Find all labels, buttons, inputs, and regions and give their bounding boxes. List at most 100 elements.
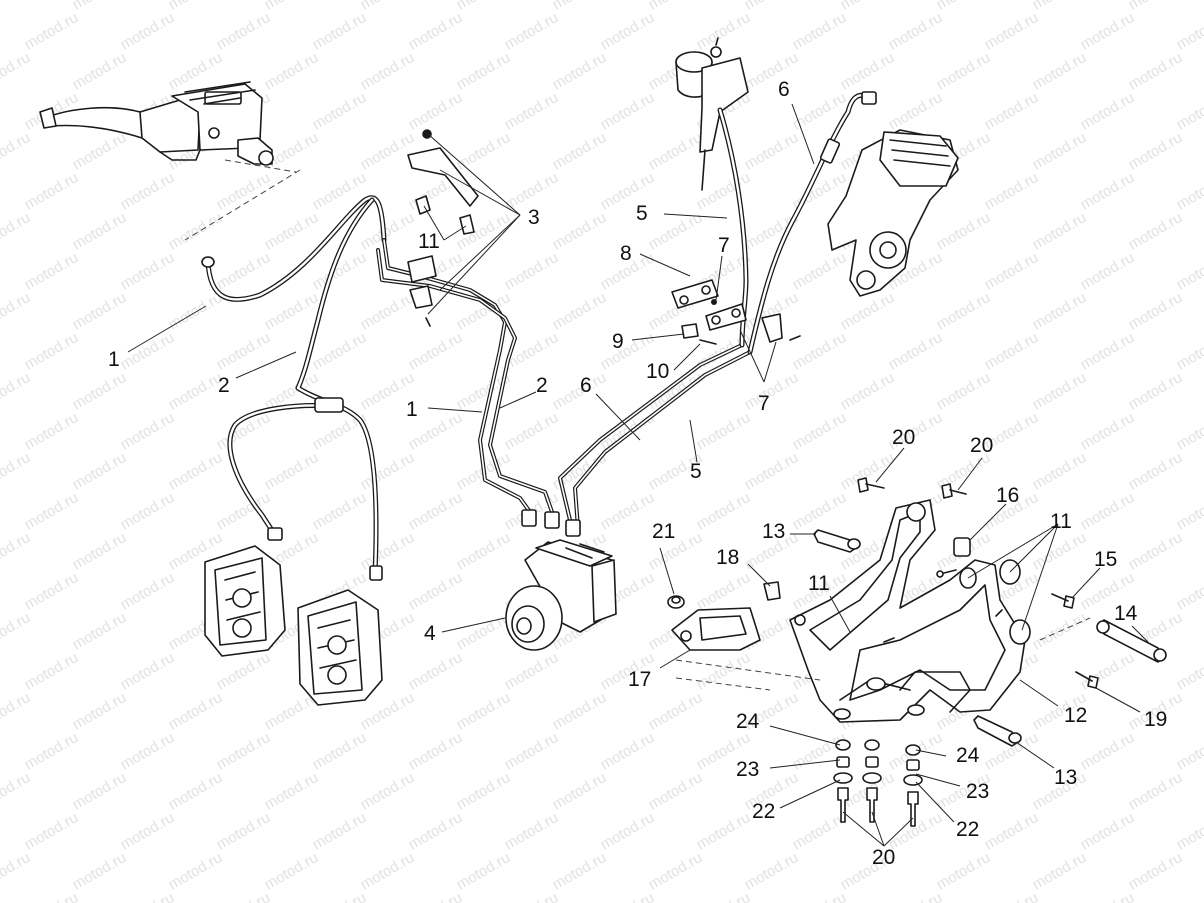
watermark-text: motod.ru — [598, 489, 658, 533]
watermark-text: motod.ru — [70, 849, 130, 893]
watermark-text: motod.ru — [838, 289, 898, 333]
watermark-text: motod.ru — [790, 249, 850, 293]
watermark-text: motod.ru — [166, 209, 226, 253]
watermark-text: motod.ru — [454, 49, 514, 93]
watermark-text: motod.ru — [1174, 489, 1204, 533]
watermark-text: motod.ru — [358, 0, 418, 13]
watermark-text: motod.ru — [502, 809, 562, 853]
watermark-text: motod.ru — [118, 249, 178, 293]
callout-6: 6 — [580, 374, 592, 397]
brake-hose-6 — [747, 91, 877, 355]
watermark-text: motod.ru — [166, 369, 226, 413]
watermark-text: motod.ru — [166, 289, 226, 333]
callout-6: 6 — [778, 78, 790, 101]
watermark-text: motod.ru — [406, 89, 466, 133]
watermark-text: motod.ru — [598, 409, 658, 453]
watermark-text: motod.ru — [934, 49, 994, 93]
watermark-text: motod.ru — [838, 0, 898, 13]
watermark-text: motod.ru — [22, 569, 82, 613]
watermark-text: motod.ru — [22, 729, 82, 773]
watermark-text: motod.ru — [982, 9, 1042, 53]
watermark-text: motod.ru — [982, 329, 1042, 373]
watermark-text: motod.ru — [118, 649, 178, 693]
watermark-text: motod.ru — [0, 609, 33, 653]
callout-8: 8 — [620, 242, 632, 265]
callout-13: 13 — [1054, 766, 1077, 789]
watermark-text: motod.ru — [0, 209, 33, 253]
watermark-text: motod.ru — [982, 249, 1042, 293]
watermark-text: motod.ru — [502, 9, 562, 53]
front-brake-caliper-left — [204, 545, 286, 657]
watermark-text: motod.ru — [262, 449, 322, 493]
watermark-text: motod.ru — [1174, 649, 1204, 693]
watermark-text: motod.ru — [406, 569, 466, 613]
watermark-text: motod.ru — [790, 489, 850, 533]
lower-fasteners — [833, 739, 923, 827]
callout-21: 21 — [652, 520, 675, 543]
callout-1: 1 — [108, 348, 120, 371]
watermark-text: motod.ru — [742, 209, 802, 253]
watermark-text: motod.ru — [1078, 409, 1138, 453]
callout-1: 1 — [406, 398, 418, 421]
watermark-text: motod.ru — [1030, 449, 1090, 493]
watermark-text: motod.ru — [1078, 89, 1138, 133]
watermark-text: motod.ru — [886, 889, 946, 903]
watermark-text: motod.ru — [694, 9, 754, 53]
watermark-text: motod.ru — [742, 369, 802, 413]
watermark-text: motod.ru — [118, 329, 178, 373]
callout-9: 9 — [612, 330, 624, 353]
callout-5: 5 — [636, 202, 648, 225]
bolt-20-b — [941, 483, 967, 499]
watermark-text: motod.ru — [262, 0, 322, 13]
watermark-text: motod.ru — [70, 449, 130, 493]
watermark-text: motod.ru — [70, 209, 130, 253]
watermark-text: motod.ru — [166, 449, 226, 493]
watermark-text: motod.ru — [502, 409, 562, 453]
watermark-text: motod.ru — [646, 689, 706, 733]
watermark-text: motod.ru — [646, 129, 706, 173]
watermark-text: motod.ru — [262, 209, 322, 253]
watermark-text: motod.ru — [166, 849, 226, 893]
assembly-guide-line — [675, 659, 821, 681]
watermark-text: motod.ru — [22, 889, 82, 903]
watermark-text: motod.ru — [310, 809, 370, 853]
watermark-text: motod.ru — [1030, 849, 1090, 893]
watermark-text: motod.ru — [454, 769, 514, 813]
watermark-text: motod.ru — [934, 849, 994, 893]
watermark-text: motod.ru — [1078, 249, 1138, 293]
watermark-text: motod.ru — [262, 49, 322, 93]
watermark-text: motod.ru — [1126, 289, 1186, 333]
callout-20: 20 — [970, 434, 993, 457]
watermark-text: motod.ru — [1126, 849, 1186, 893]
callout-11: 11 — [808, 572, 830, 595]
watermark-text: motod.ru — [598, 729, 658, 773]
watermark-text: motod.ru — [0, 529, 33, 573]
watermark-text: motod.ru — [1078, 729, 1138, 773]
watermark-text: motod.ru — [502, 89, 562, 133]
assembly-guide-line — [675, 677, 771, 691]
watermark-text: motod.ru — [646, 849, 706, 893]
pipe-clamp — [407, 255, 437, 309]
watermark-text: motod.ru — [1030, 289, 1090, 333]
callout-22: 22 — [956, 818, 979, 841]
callout-13: 13 — [762, 520, 785, 543]
watermark-text: motod.ru — [934, 289, 994, 333]
callout-3: 3 — [528, 206, 540, 229]
watermark-text: motod.ru — [934, 369, 994, 413]
watermark-text: motod.ru — [70, 129, 130, 173]
watermark-text: motod.ru — [214, 729, 274, 773]
watermark-text: motod.ru — [118, 9, 178, 53]
watermark-text: motod.ru — [1126, 129, 1186, 173]
watermark-text: motod.ru — [550, 849, 610, 893]
brake-hose-1 — [201, 195, 387, 302]
abs-mounting-frame — [789, 499, 1031, 723]
watermark-text: motod.ru — [406, 649, 466, 693]
watermark-text: motod.ru — [406, 9, 466, 53]
watermark-text: motod.ru — [598, 889, 658, 903]
watermark-text: motod.ru — [1126, 209, 1186, 253]
watermark-text: motod.ru — [310, 89, 370, 133]
watermark-text: motod.ru — [934, 209, 994, 253]
bracket-17 — [671, 607, 761, 651]
watermark-text: motod.ru — [886, 329, 946, 373]
